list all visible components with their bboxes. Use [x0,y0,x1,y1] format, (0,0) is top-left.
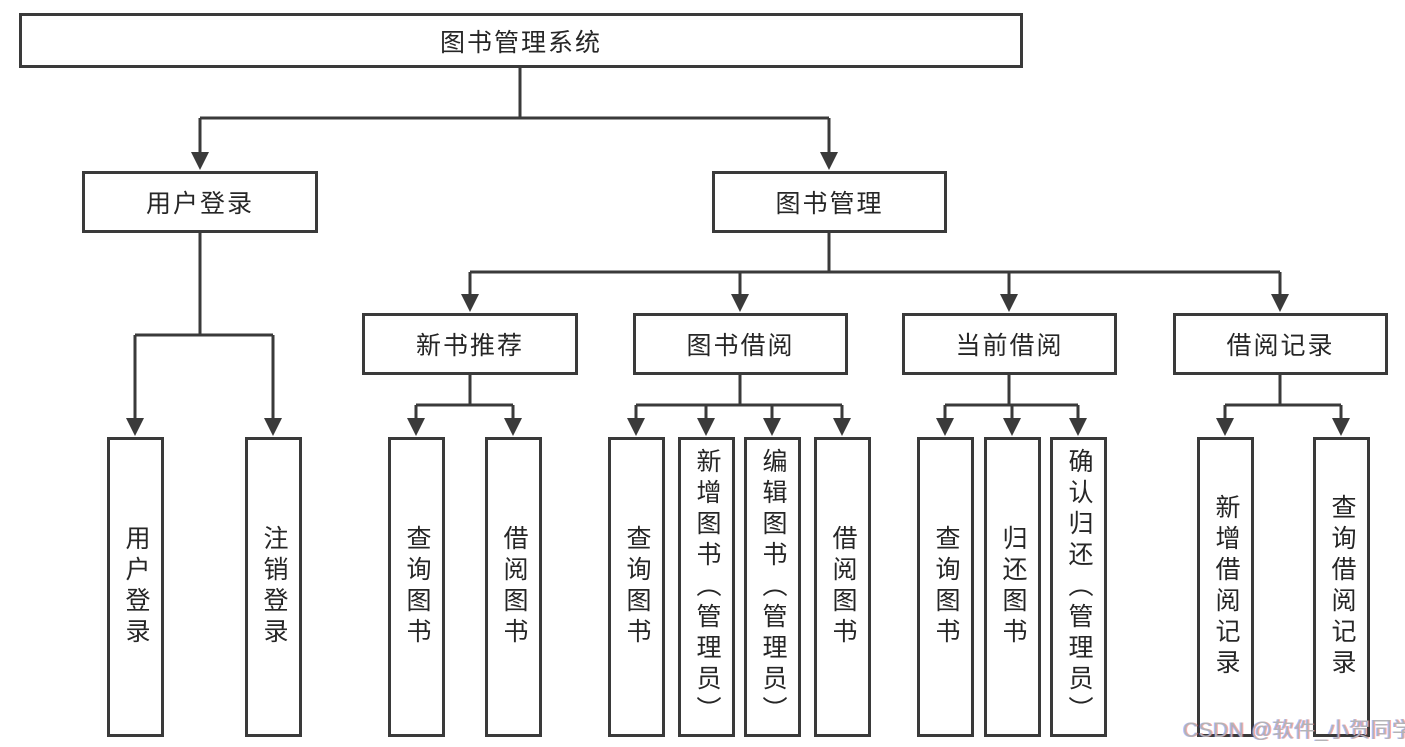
node-label: 用户登录 [122,525,150,649]
node-label: 注销登录 [260,525,288,649]
node-label: 查询图书 [403,525,431,649]
node-label: 用户登录 [145,190,254,218]
node-label: 归还图书 [999,525,1027,649]
node-label: 借阅记录 [1226,332,1335,360]
leaf-logout: 注销登录 [245,437,302,737]
node-label: 借阅图书 [829,525,857,649]
node-label: 查询图书 [623,525,651,649]
node-borrowing-records: 借阅记录 [1173,313,1388,375]
node-label: 当前借阅 [955,332,1064,360]
leaf-query-borrow-record: 查询借阅记录 [1313,437,1370,737]
node-book-management: 图书管理 [712,171,947,233]
node-book-borrowing: 图书借阅 [633,313,848,375]
leaf-borrow-query-books: 查询图书 [608,437,665,737]
node-label: 图书管理系统 [439,28,602,57]
leaf-confirm-return-admin: 确认归还（管理员） [1050,437,1107,737]
node-current-borrowing: 当前借阅 [902,313,1117,375]
leaf-add-borrow-record: 新增借阅记录 [1197,437,1254,737]
node-label: 图书借阅 [686,332,795,360]
leaf-user-login: 用户登录 [107,437,164,737]
node-label: 查询图书 [932,525,960,649]
leaf-recommend-query-books: 查询图书 [388,437,445,737]
node-label: 编辑图书（管理员） [759,447,787,727]
node-library-management-system: 图书管理系统 [19,13,1023,68]
leaf-add-books-admin: 新增图书（管理员） [678,437,735,737]
node-label: 确认归还（管理员） [1065,447,1093,727]
leaf-recommend-borrow-books: 借阅图书 [485,437,542,737]
node-label: 查询借阅记录 [1328,494,1356,680]
node-label: 借阅图书 [500,525,528,649]
csdn-watermark: CSDN @软件_小贺同学 [1183,719,1405,742]
leaf-current-query-books: 查询图书 [917,437,974,737]
node-label: 新增图书（管理员） [693,447,721,727]
node-label: 图书管理 [775,190,884,218]
node-user-login: 用户登录 [82,171,318,233]
leaf-return-books: 归还图书 [984,437,1041,737]
node-label: 新书推荐 [415,332,524,360]
node-new-book-recommendation: 新书推荐 [362,313,578,375]
leaf-borrow-books: 借阅图书 [814,437,871,737]
leaf-edit-books-admin: 编辑图书（管理员） [744,437,801,737]
node-label: 新增借阅记录 [1212,494,1240,680]
